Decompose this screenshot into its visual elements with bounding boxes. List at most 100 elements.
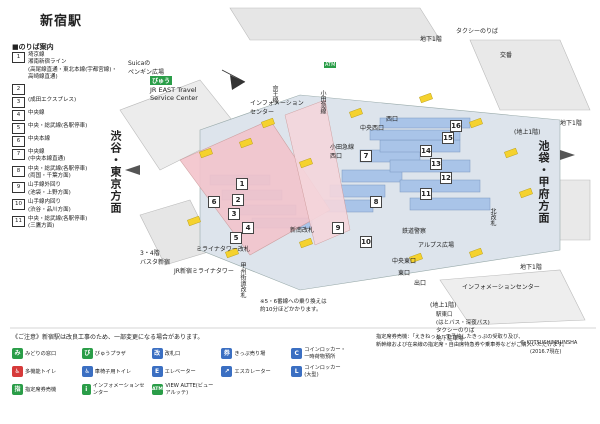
chika1-label: 地下1階 xyxy=(420,36,442,43)
direction-left: 渋谷・東京方面 xyxy=(109,130,122,214)
platform-guide-number: 6 xyxy=(12,135,25,147)
caution-note: 《ご注意》新宿駅は改良工事のため、一部変更になる場合があります。 xyxy=(12,334,204,341)
direction-right: 池袋・甲府方面 xyxy=(537,140,550,224)
platform xyxy=(369,129,461,141)
stairs-icon xyxy=(469,117,483,129)
legend-item: 券きっぷ売り場 xyxy=(221,346,287,360)
platform xyxy=(409,197,491,211)
platform-number-plate: 4 xyxy=(242,222,254,234)
reserved-machine-icon: 指 xyxy=(12,383,23,395)
platform-number-plate: 16 xyxy=(450,120,462,132)
chika1b-label: 地下1階 xyxy=(560,120,582,127)
higashiguchi-label: 東口 xyxy=(398,270,411,277)
legend-label: 指定席券売機 xyxy=(25,386,57,393)
platform-guide-name: 中央・総武線(各駅停車) xyxy=(28,122,88,129)
green-window-icon: み xyxy=(12,347,23,359)
side-note: 指定席券売機：「えきねっと」で予約したきっぷの受取り及び、 新幹線および在来線の… xyxy=(376,334,568,348)
koshu-gate-label: 甲州街道改札 xyxy=(239,262,246,298)
shinminami-label: 新南改札 xyxy=(290,227,315,234)
platform-guide-number: 3 xyxy=(12,96,25,108)
stairs-icon xyxy=(225,247,239,259)
stairs-icon xyxy=(469,247,483,259)
platform-number-plate: 3 xyxy=(228,208,240,220)
jr-tower-label: JR新宿ミライナタワー xyxy=(174,268,234,275)
stairs-icon xyxy=(299,237,313,249)
chuo-higashiguchi-label: 中央東口 xyxy=(392,258,417,265)
platform-guide-number: 4 xyxy=(12,109,25,121)
viewplaza-icon: び xyxy=(81,347,93,359)
info-center-bottom-label: インフォメーションセンター xyxy=(462,284,540,291)
odakyu-top-label: 小田急線 xyxy=(319,90,326,114)
platform-number-plate: 5 xyxy=(230,232,242,244)
info-icon: i xyxy=(81,383,91,395)
legend-item: 改改札口 xyxy=(151,346,218,360)
deguchi-label: 出口 xyxy=(414,280,427,287)
platform-guide-name: 中央線 (中央本線直通) xyxy=(28,148,66,163)
legend-label: VIEW ALTTE(ビューアルッテ) xyxy=(165,383,214,396)
legend-item: ♿車椅子用トイレ xyxy=(81,364,148,378)
suica-penguin-label: Suicaの ペンギン広場 xyxy=(128,60,165,76)
taxi-top-label: タクシーのりば xyxy=(456,28,499,35)
odakyu-mid-label: 小田急線 西口 xyxy=(330,144,355,160)
toilet-icon: ♿ xyxy=(12,365,23,377)
escalator-icon: ↗ xyxy=(221,365,233,377)
platform-guide-heading: ■のりば案内 xyxy=(12,43,54,51)
date-label: (2016.7現在) xyxy=(530,349,562,355)
stairs-icon xyxy=(519,187,533,199)
locker-large-icon: L xyxy=(291,365,303,377)
legend-label: みどりの窓口 xyxy=(25,350,57,357)
platform-number-plate: 14 xyxy=(420,145,432,157)
platform-guide-number: 5 xyxy=(12,122,25,134)
concourse xyxy=(179,99,351,256)
chijo1-label: (地上1階) xyxy=(514,129,541,136)
platform-guide-row: 2 xyxy=(12,83,122,95)
platform-guide-number: 1 xyxy=(12,52,25,63)
legend-label: 車椅子用トイレ xyxy=(94,368,132,375)
platform-number-plate: 13 xyxy=(430,158,442,170)
legend-label: インフォメーションセンター xyxy=(92,383,145,396)
atm-icon: ATM xyxy=(324,62,337,68)
platform-number-plate: 12 xyxy=(440,172,452,184)
platform-number-plate: 10 xyxy=(360,236,372,248)
platform-number-plate: 9 xyxy=(332,222,344,234)
wheelchair-icon: ♿ xyxy=(81,365,93,377)
nishiguchi-label: 西口 xyxy=(386,116,399,123)
platform-guide-name: 埼京線 湘南新宿ライン (高尾線直通・東北本線(宇都宮線)・高崎線直通) xyxy=(28,52,117,81)
platform-guide-number: 7 xyxy=(12,148,25,160)
platform-guide-name: (成田エクスプレス) xyxy=(28,96,77,103)
kitaguchi-label: 北改札 xyxy=(489,208,496,226)
platform-guide-number: 2 xyxy=(12,83,25,95)
platform-guide-number: 8 xyxy=(12,165,25,177)
alps-label: アルプス広場 xyxy=(418,242,454,249)
platform-guide-number: 9 xyxy=(12,182,25,194)
transfer-note: ※5・6番線への乗り換えは 約10分ほどかかります。 xyxy=(260,299,327,313)
legend-label: コインロッカー (大型) xyxy=(304,365,341,378)
transfer-gate-icon: 改 xyxy=(151,347,163,359)
platform-guide-row: 3(成田エクスプレス) xyxy=(12,96,122,108)
stairs-icon xyxy=(187,215,201,227)
legend-label: コインロッカー・ 一時荷物預所 xyxy=(304,347,346,360)
elevator-icon: E xyxy=(151,365,163,377)
stairs-icon xyxy=(199,147,213,159)
legend-item: ↗エスカレーター xyxy=(221,364,287,378)
legend-label: 改札口 xyxy=(164,350,181,357)
legend-label: エスカレーター xyxy=(234,368,271,375)
travel-center-label: JR EAST Travel Service Center xyxy=(150,86,198,102)
platform-number-plate: 11 xyxy=(420,188,432,200)
atm-icon: ATM xyxy=(151,383,164,395)
legend-label: きっぷ売り場 xyxy=(234,350,266,357)
stairs-icon xyxy=(239,137,253,149)
locker-icon: C xyxy=(291,347,303,359)
platform-number-plate: 7 xyxy=(360,150,372,162)
